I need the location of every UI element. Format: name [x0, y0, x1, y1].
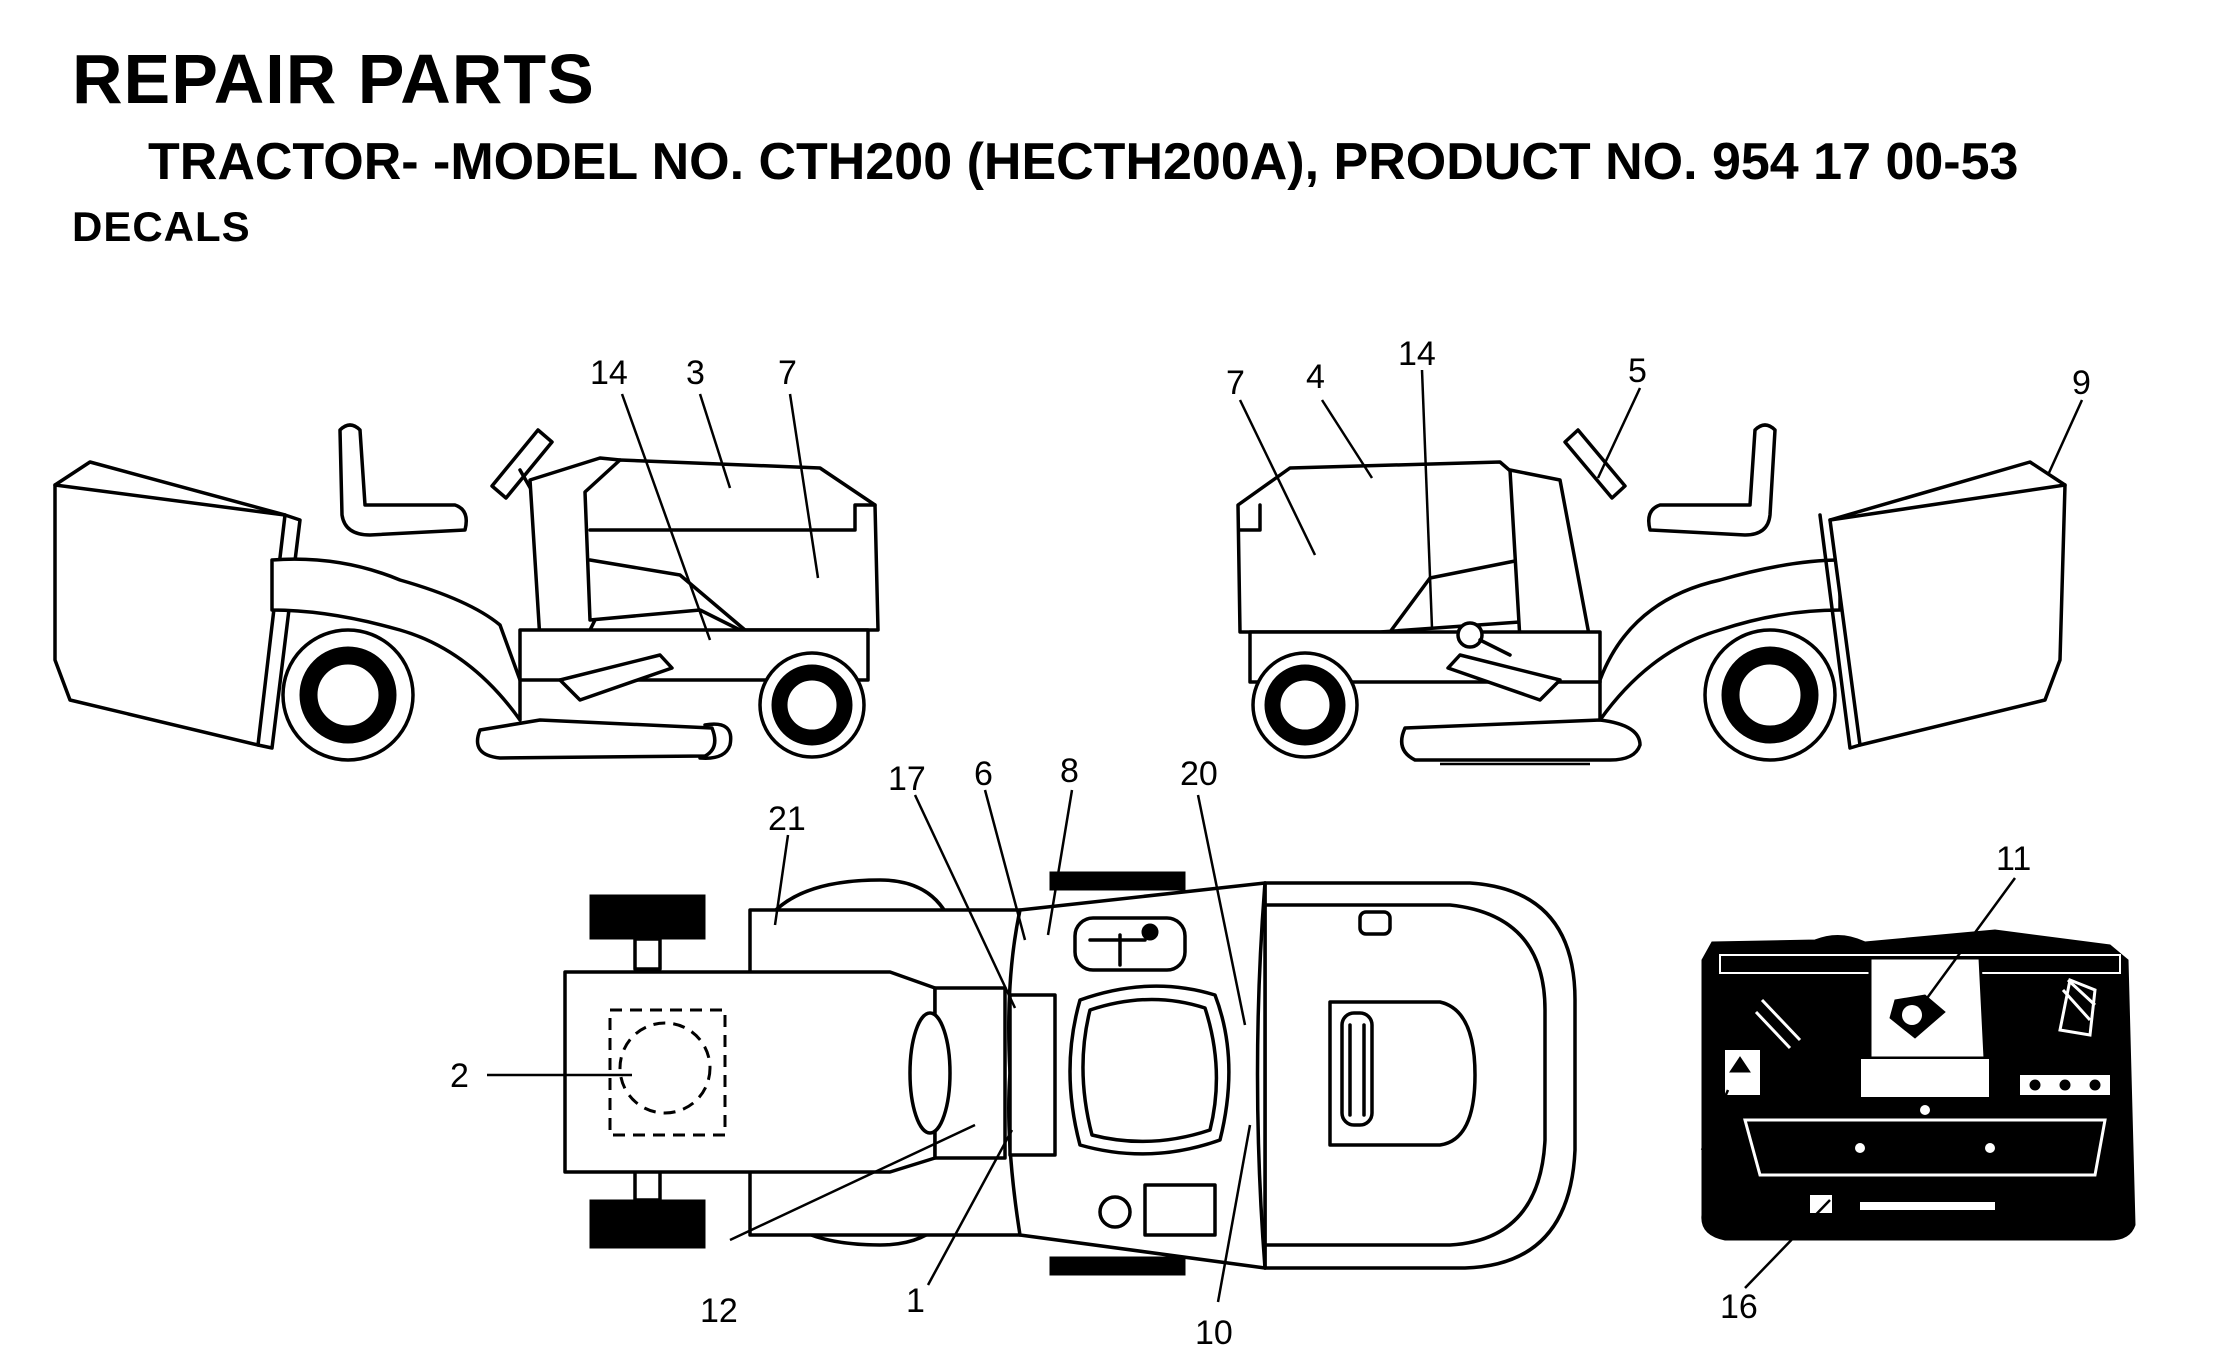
tractor-rear-view: 11 16 — [1700, 840, 2136, 1326]
callout-label: 9 — [2072, 364, 2091, 402]
callout-label: 17 — [888, 760, 926, 798]
callout-label: 16 — [1720, 1288, 1758, 1326]
page-title: REPAIR PARTS — [72, 40, 595, 118]
callout-label: 11 — [1996, 840, 2031, 878]
section-label: DECALS — [72, 203, 251, 250]
model-subtitle: TRACTOR- -MODEL NO. CTH200 (HECTH200A), … — [148, 133, 2019, 191]
tractor-left-side-view: 14 3 7 — [53, 354, 880, 762]
callout-label: 20 — [1180, 755, 1218, 793]
callout-label: 7 — [778, 354, 797, 392]
callout-label: 8 — [1060, 752, 1079, 790]
callout-label: 10 — [1195, 1314, 1233, 1352]
callout-label: 21 — [768, 800, 806, 838]
callout-label: 2 — [450, 1057, 469, 1095]
callout-label: 6 — [974, 755, 993, 793]
callout-label: 3 — [686, 354, 705, 392]
callout-label: 4 — [1306, 358, 1325, 396]
callout-label: 14 — [1398, 335, 1436, 373]
tractor-top-view: 17 6 8 20 21 2 12 1 10 — [450, 752, 1577, 1352]
callout-label: 12 — [700, 1292, 738, 1330]
callout-label: 7 — [1226, 364, 1245, 402]
tractor-right-side-view: 7 4 14 5 9 — [1226, 335, 2091, 766]
callout-label: 1 — [906, 1282, 925, 1320]
callout-label: 5 — [1628, 352, 1647, 390]
callout-label: 14 — [590, 354, 628, 392]
